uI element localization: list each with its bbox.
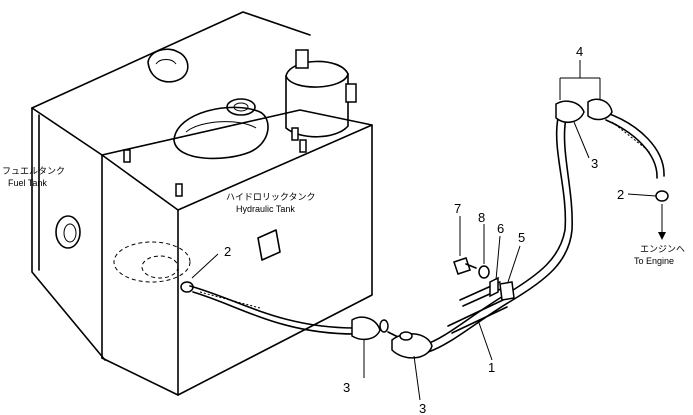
hydraulic-tank xyxy=(101,49,373,396)
callout-3-left: 3 xyxy=(343,380,350,395)
to-engine-label-en: To Engine xyxy=(634,256,674,266)
fuel-tank-label-jp: フュエルタンク xyxy=(2,166,65,176)
fuel-tank xyxy=(31,11,311,361)
callout-3-bottom: 3 xyxy=(419,401,426,415)
callout-2-engine: 2 xyxy=(617,187,624,202)
hydraulic-tank-label-en: Hydraulic Tank xyxy=(236,204,295,214)
callout-2-tank: 2 xyxy=(224,244,231,259)
callout-8: 8 xyxy=(478,210,485,225)
callout-4: 4 xyxy=(576,44,583,59)
callout-6: 6 xyxy=(497,221,504,236)
callout-1: 1 xyxy=(488,360,495,375)
to-engine-label-jp: エンジンへ xyxy=(640,244,685,254)
fuel-tank-label-en: Fuel Tank xyxy=(8,178,47,188)
hydraulic-tank-label-jp: ハイドロリックタンク xyxy=(226,192,315,202)
callout-5: 5 xyxy=(518,230,525,245)
leader-lines xyxy=(191,60,666,401)
callout-7: 7 xyxy=(454,201,461,216)
callout-3-right: 3 xyxy=(591,156,598,171)
fuel-hose xyxy=(189,111,665,353)
hose-fittings xyxy=(351,98,669,359)
